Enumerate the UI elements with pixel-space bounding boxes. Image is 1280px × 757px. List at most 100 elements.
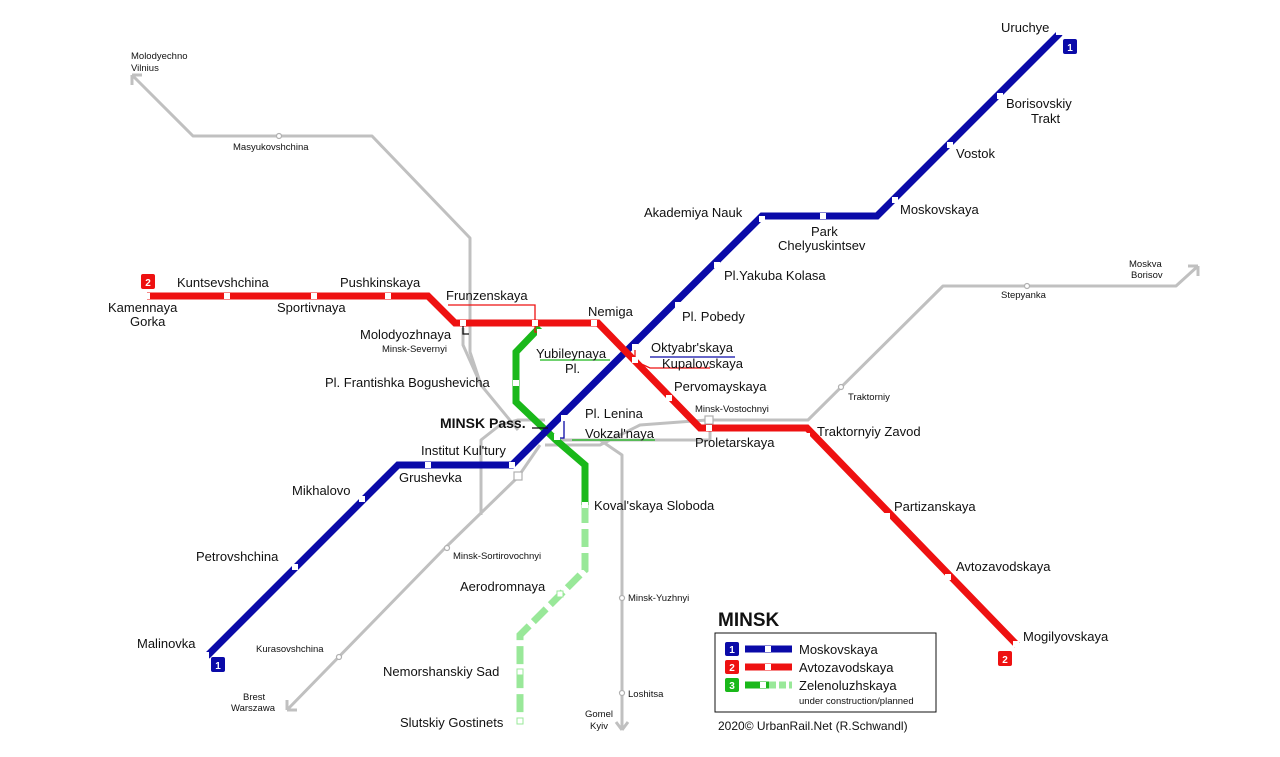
legend-line2: 2 Avtozavodskaya xyxy=(725,660,894,675)
station-avtozavodskaya[interactable]: Avtozavodskaya xyxy=(956,559,1051,574)
station-partizanskaya[interactable]: Partizanskaya xyxy=(894,499,976,514)
station-proletarskaya[interactable]: Proletarskaya xyxy=(695,435,775,450)
transfer-connectors xyxy=(448,304,735,441)
station-marker-partizanskaya xyxy=(884,513,890,519)
station-marker-traktornyiy xyxy=(804,433,810,439)
station-park-1[interactable]: Park xyxy=(811,224,838,239)
rail-stations xyxy=(275,132,1031,697)
legend-line2-name: Avtozavodskaya xyxy=(799,660,894,675)
rail-minsk-pass: MINSK Pass. xyxy=(440,415,526,431)
legend-line3-note: under construction/planned xyxy=(799,696,914,707)
station-marker-frunzenskaya xyxy=(532,320,538,326)
map-title: MINSK xyxy=(718,610,780,631)
station-aerodromnaya[interactable]: Aerodromnaya xyxy=(460,579,546,594)
station-kovalskaya[interactable]: Koval'skaya Sloboda xyxy=(594,498,715,513)
station-borisovskiy-1[interactable]: Borisovskiy xyxy=(1006,96,1072,111)
station-grushevka[interactable]: Grushevka xyxy=(399,470,463,485)
line2-labels: Kamennaya Gorka Kuntsevshchina Sportivna… xyxy=(108,275,1109,644)
station-traktornyiy[interactable]: Traktornyiy Zavod xyxy=(817,424,921,439)
station-marker-nemiga xyxy=(591,320,597,326)
station-marker-lenina xyxy=(561,415,567,421)
station-pushkinskaya[interactable]: Pushkinskaya xyxy=(340,275,421,290)
rail-station-minsk-pass xyxy=(513,471,523,481)
station-yubileynaya-2[interactable]: Pl. xyxy=(565,361,580,376)
station-moskovskaya[interactable]: Moskovskaya xyxy=(900,202,980,217)
station-petrovshchina[interactable]: Petrovshchina xyxy=(196,549,279,564)
station-sportivnaya[interactable]: Sportivnaya xyxy=(277,300,346,315)
rail-north-branch xyxy=(461,328,520,431)
station-slutskiy[interactable]: Slutskiy Gostinets xyxy=(400,715,504,730)
station-kupalovskaya[interactable]: Kupalovskaya xyxy=(662,356,744,371)
rail-station-traktorniy xyxy=(837,383,845,391)
station-nemiga[interactable]: Nemiga xyxy=(588,304,634,319)
rail-moskva-arrow xyxy=(1188,264,1200,276)
station-frunzenskaya[interactable]: Frunzenskaya xyxy=(446,288,528,303)
rail-molodyechno-arrow xyxy=(130,73,142,85)
line3 xyxy=(512,324,589,722)
rail-moskva-line xyxy=(545,264,1200,447)
station-kamennaya-1[interactable]: Kamennaya xyxy=(108,300,178,315)
station-marker-slutskiy xyxy=(516,717,524,725)
rail-station-stepyanka xyxy=(1023,282,1031,290)
rail-loshitsa: Loshitsa xyxy=(628,689,664,700)
rail-molodyechno: Molodyechno xyxy=(131,51,188,62)
legend-line3: 3 Zelenoluzhskaya under construction/pla… xyxy=(725,678,914,707)
station-kamennaya-2[interactable]: Gorka xyxy=(130,314,166,329)
station-malinovka[interactable]: Malinovka xyxy=(137,636,196,651)
station-marker-akademiya xyxy=(759,216,765,222)
rail-station-vostochnyi xyxy=(704,415,714,425)
station-marker-pobedy xyxy=(675,302,681,308)
line-badges: 1 1 2 2 xyxy=(141,39,1077,672)
station-molodyozhnaya[interactable]: Molodyozhnaya xyxy=(360,327,452,342)
rail-kurasovshchina: Kurasovshchina xyxy=(256,644,324,655)
station-mikhalovo[interactable]: Mikhalovo xyxy=(292,483,351,498)
station-marker-vokzalnaya xyxy=(554,434,560,440)
line3-labels: Yubileynaya Pl. Pl. Frantishka Bogushevi… xyxy=(325,346,715,730)
station-yubileynaya-1[interactable]: Yubileynaya xyxy=(536,346,607,361)
station-marker-kupalovskaya xyxy=(632,357,638,363)
station-uruchye[interactable]: Uruchye xyxy=(1001,20,1049,35)
station-marker-molodyozhnaya xyxy=(460,320,466,326)
station-pobedy[interactable]: Pl. Pobedy xyxy=(682,309,745,324)
station-marker-mikhalovo xyxy=(359,496,365,502)
station-marker-borisovskiy xyxy=(997,93,1003,99)
station-marker-aerodromnaya xyxy=(556,590,564,598)
badge-uruchye: 1 xyxy=(1063,39,1077,54)
rail-station-masyukovshchina xyxy=(275,132,283,140)
station-marker-moskovskaya xyxy=(892,197,898,203)
station-marker-institut xyxy=(509,462,515,468)
legend-line3-name: Zelenoluzhskaya xyxy=(799,678,897,693)
station-marker-avtozavodskaya xyxy=(945,574,951,580)
badge-mogilyovskaya-label: 2 xyxy=(1002,655,1008,666)
rail-station-kurasovshchina xyxy=(335,653,343,661)
station-yakuba[interactable]: Pl.Yakuba Kolasa xyxy=(724,268,826,283)
station-marker-sportivnaya xyxy=(311,293,317,299)
station-park-2[interactable]: Chelyuskintsev xyxy=(778,238,866,253)
station-vostok[interactable]: Vostok xyxy=(956,146,996,161)
station-marker-mogilyovskaya xyxy=(1013,641,1019,647)
station-kuntsevshchina[interactable]: Kuntsevshchina xyxy=(177,275,270,290)
station-marker-pervomayskaya xyxy=(666,395,672,401)
rail-borisov: Borisov xyxy=(1131,270,1163,281)
station-frantishka[interactable]: Pl. Frantishka Bogushevicha xyxy=(325,375,491,390)
legend-line1-number: 1 xyxy=(729,645,735,656)
station-oktyabrskaya[interactable]: Oktyabr'skaya xyxy=(651,340,734,355)
station-vokzalnaya[interactable]: Vokzal'naya xyxy=(585,426,655,441)
rail-moskva: Moskva xyxy=(1129,259,1162,270)
rail-labels: Molodyechno Vilnius Masyukovshchina Mins… xyxy=(131,51,1163,732)
station-mogilyovskaya[interactable]: Mogilyovskaya xyxy=(1023,629,1109,644)
station-marker-kovalskaya xyxy=(582,502,588,508)
transfer-molodyozhnaya-rail xyxy=(462,326,469,335)
station-borisovskiy-2[interactable]: Trakt xyxy=(1031,111,1061,126)
station-nemorshanskiy[interactable]: Nemorshanskiy Sad xyxy=(383,664,499,679)
rail-gomel: Gomel xyxy=(585,709,613,720)
rail-stepyanka: Stepyanka xyxy=(1001,290,1047,301)
legend-line2-number: 2 xyxy=(729,663,735,674)
transfer-oktyabrskaya-kupalovskaya xyxy=(634,349,710,369)
station-akademiya[interactable]: Akademiya Nauk xyxy=(644,205,743,220)
station-pervomayskaya[interactable]: Pervomayskaya xyxy=(674,379,767,394)
station-lenina[interactable]: Pl. Lenina xyxy=(585,406,644,421)
station-marker-vostok xyxy=(947,142,953,148)
station-institut[interactable]: Institut Kul'tury xyxy=(421,443,506,458)
